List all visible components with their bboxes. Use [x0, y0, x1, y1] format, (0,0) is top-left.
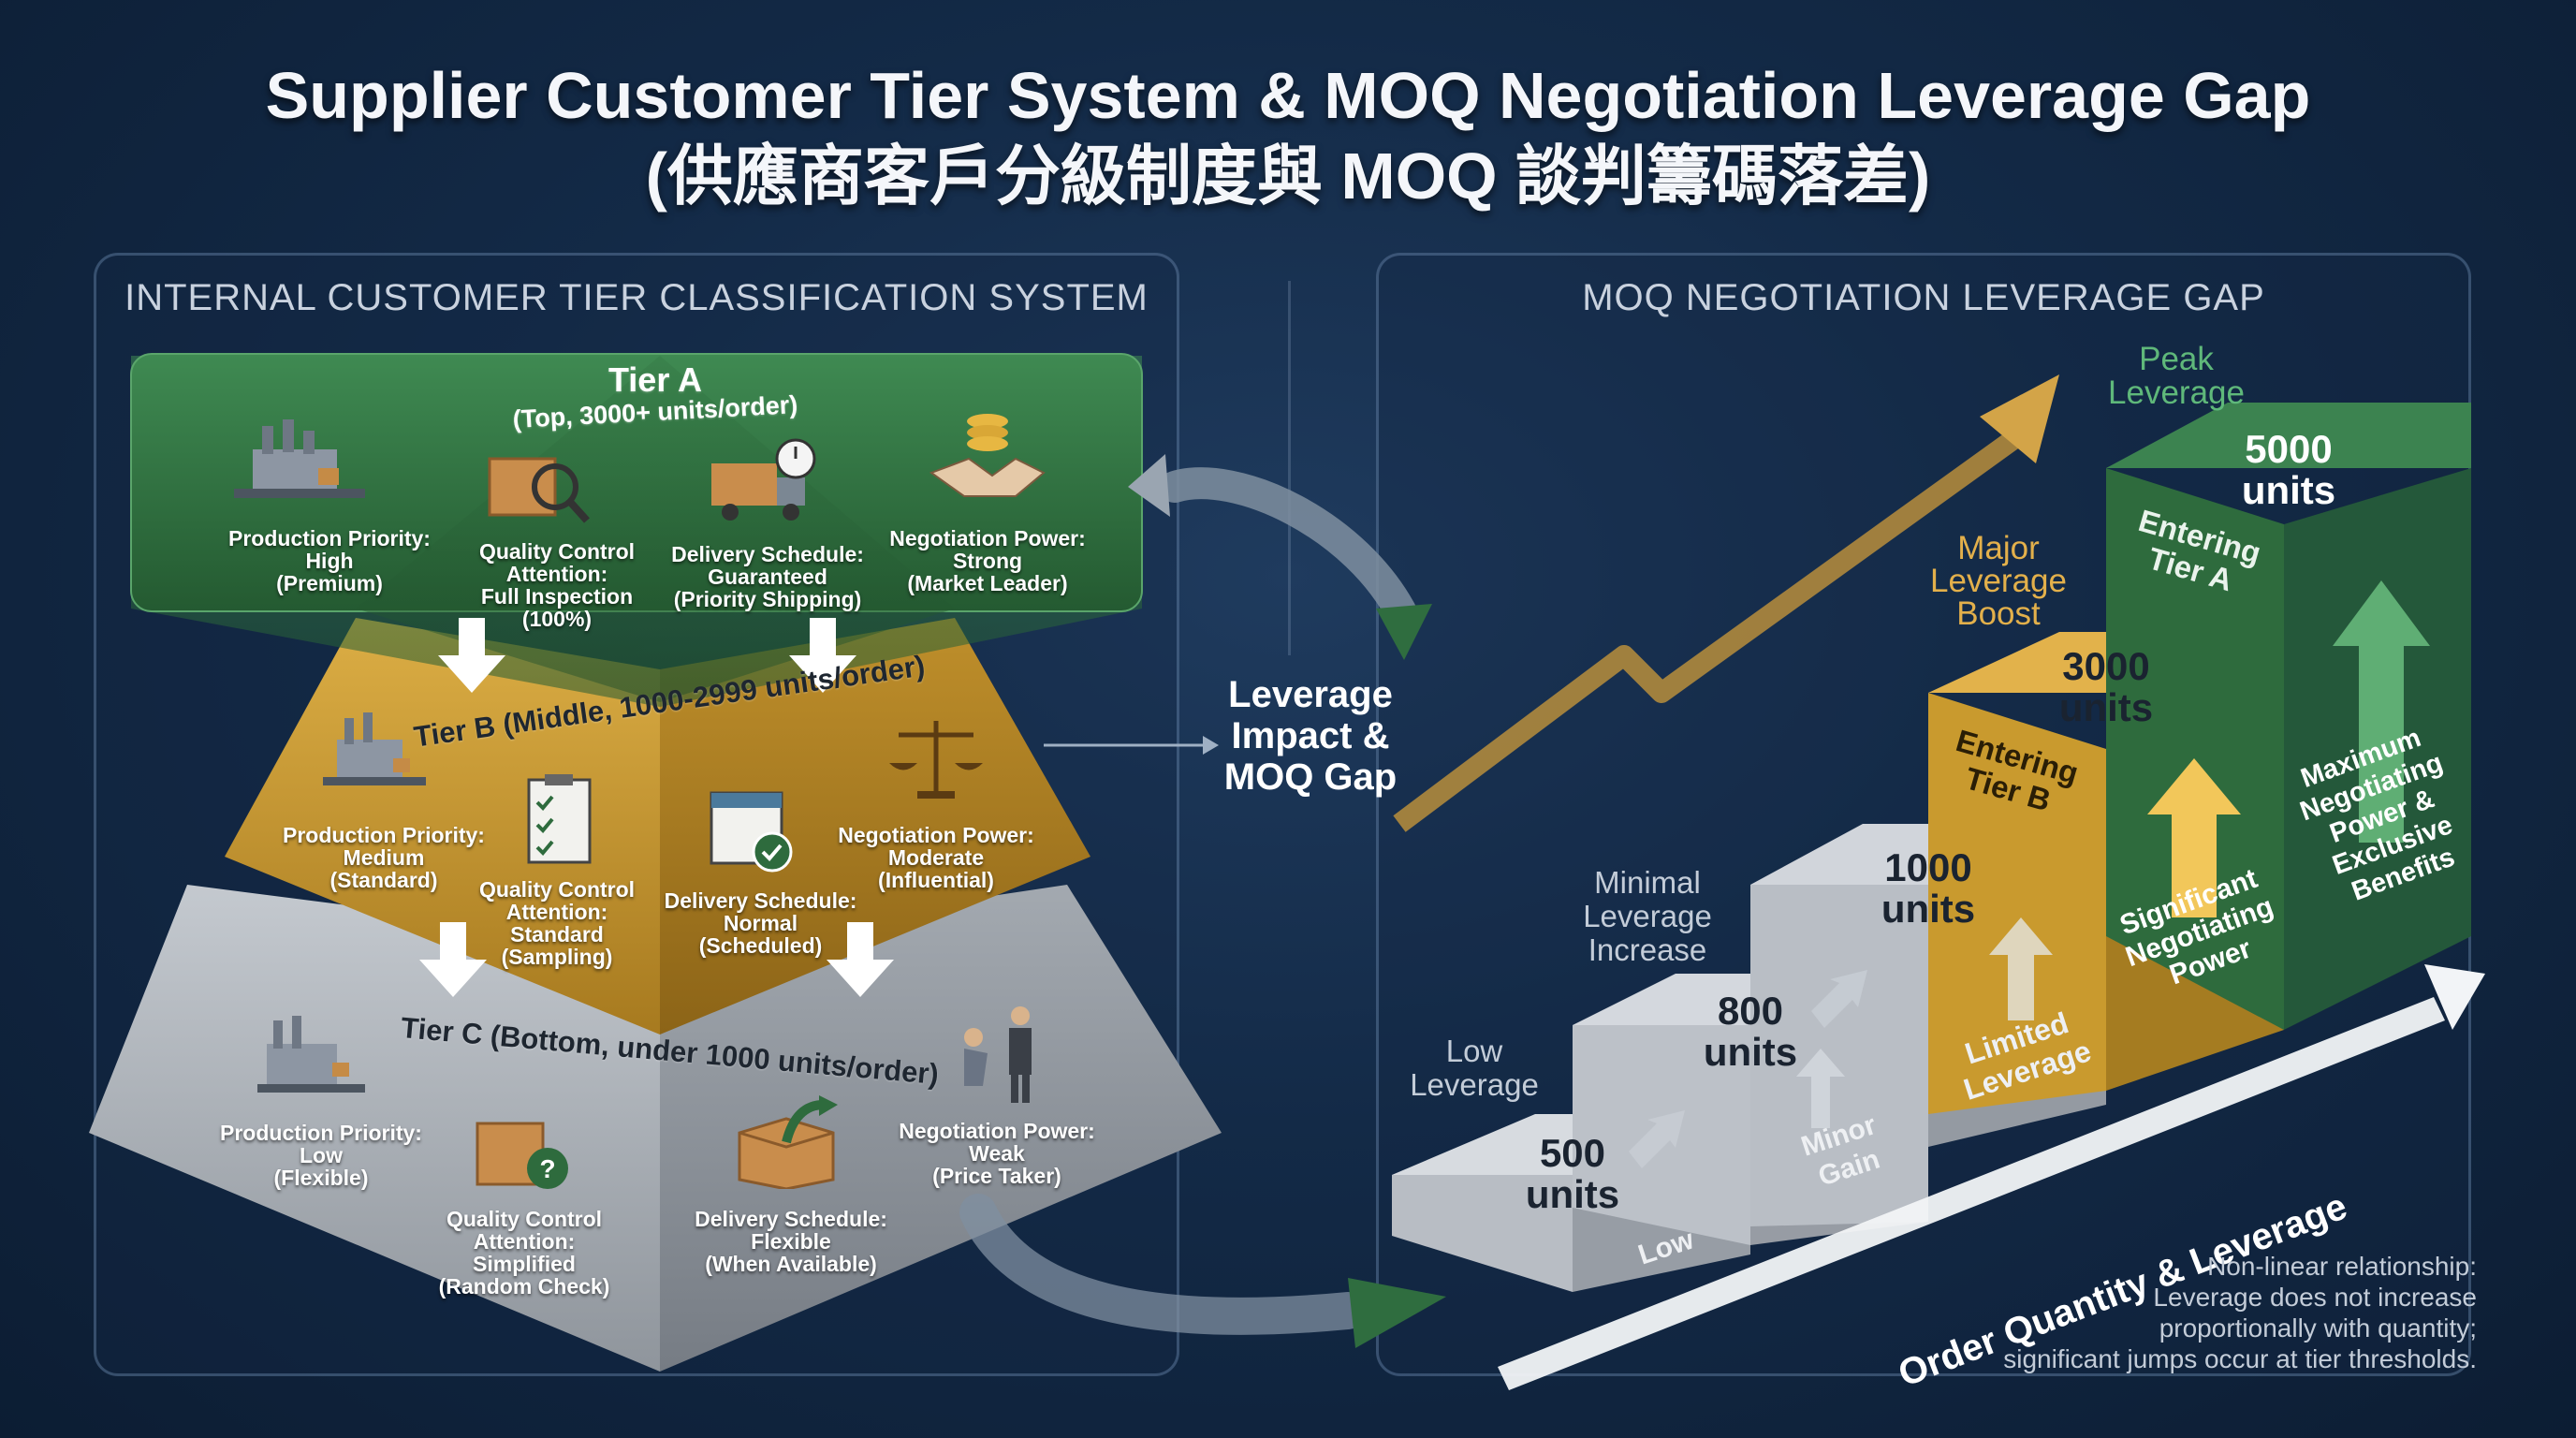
step-5000-top: [2106, 403, 2471, 468]
curved-arrow-bottom-head: [1348, 1278, 1446, 1348]
nonlinear-footnote: Non-linear relationship: Leverage does n…: [2003, 1252, 2477, 1373]
tier-b-production-priority: Production Priority: Medium (Standard): [283, 823, 485, 892]
bowing-people-icon: [936, 1002, 1048, 1109]
leverage-trend-arrow-head: [1980, 374, 2059, 463]
tier-c-quality-control: Quality Control Attention: Simplified (R…: [438, 1207, 610, 1299]
left-panel-heading: INTERNAL CUSTOMER TIER CLASSIFICATION SY…: [124, 277, 1149, 318]
step-5000-value: 5000 units: [2241, 427, 2336, 512]
tier-b-right-face: [660, 618, 1090, 1034]
step-up-arrows: [1629, 580, 2430, 1168]
step-3000-front: [1928, 693, 2106, 1114]
order-quantity-axis-arrow: [1498, 997, 2445, 1390]
scales-icon: [885, 712, 988, 810]
step-3000-value: 3000 units: [2058, 644, 2154, 729]
curved-arrow-top: [1159, 467, 1420, 634]
curved-arrow-bottom: [959, 1194, 1367, 1335]
tier-a-name: Tier A: [607, 360, 703, 399]
step-1000-value: 1000 units: [1881, 845, 1976, 931]
low-leverage-note: Low Leverage: [1410, 1034, 1539, 1102]
tier-a-negotiation-power: Negotiation Power: Strong (Market Leader…: [889, 526, 1086, 595]
panel-divider: [1288, 281, 1291, 655]
minimal-leverage-note: Minimal Leverage Increase: [1583, 865, 1712, 967]
peak-leverage-note: Peak Leverage: [2108, 341, 2245, 411]
svg-text:?: ?: [539, 1154, 555, 1183]
tier-c-delivery-schedule: Delivery Schedule: Flexible (When Availa…: [695, 1207, 887, 1276]
step-500-value: 500 units: [1525, 1131, 1620, 1216]
calendar-check-icon: [707, 782, 800, 880]
page-subtitle-chinese: (供應商客戶分級制度與 MOQ 談判籌碼落差): [645, 139, 1931, 213]
open-box-icon: [730, 1095, 842, 1194]
page-title: Supplier Customer Tier System & MOQ Nego…: [265, 59, 2311, 132]
tier-b-quality-control: Quality Control Attention: Standard (Sam…: [478, 877, 636, 969]
question-box-icon: ?: [473, 1105, 576, 1203]
tier-c-left-face: [89, 885, 660, 1372]
step-5000-front: [2106, 468, 2284, 1030]
tier-a-delivery-schedule: Delivery Schedule: Guaranteed (Priority …: [671, 542, 864, 611]
curved-arrow-top-tail: [1128, 454, 1170, 517]
tier-c-right-face: [660, 885, 1222, 1372]
checklist-icon: [524, 772, 599, 871]
truck-clock-icon: [707, 435, 828, 534]
tier-b-negotiation-power: Negotiation Power: Moderate (Influential…: [838, 823, 1034, 892]
major-leverage-note: Major Leverage Boost: [1930, 530, 2067, 632]
tier-b-delivery-schedule: Delivery Schedule: Normal (Scheduled): [664, 888, 857, 958]
leverage-impact-label: Leverage Impact & MOQ Gap: [1223, 674, 1398, 798]
step-500-front: [1392, 1175, 1573, 1292]
handshake-coins-icon: [927, 403, 1048, 510]
tier-c-negotiation-power: Negotiation Power: Weak (Price Taker): [899, 1119, 1095, 1188]
tier-c-production-priority: Production Priority: Low (Flexible): [220, 1121, 422, 1190]
factory-icon: [253, 1011, 374, 1105]
tier-b-left-face: [225, 618, 660, 1034]
step-1000-front: [1750, 885, 1928, 1226]
factory-icon: [318, 707, 431, 796]
tier-a-quality-control: Quality Control Attention: Full Inspecti…: [478, 539, 636, 631]
leverage-trend-arrow: [1393, 432, 2019, 832]
step-800-value: 800 units: [1703, 989, 1798, 1074]
curved-arrow-top-head: [1376, 604, 1432, 660]
tier-down-arrows: [419, 618, 894, 997]
magnifier-box-icon: [482, 440, 594, 538]
right-panel-heading: MOQ NEGOTIATION LEVERAGE GAP: [1582, 277, 2265, 318]
factory-icon: [225, 412, 374, 510]
tier-a-front-wedge: [356, 356, 955, 702]
tier-a-production-priority: Production Priority: High (Premium): [228, 526, 431, 595]
